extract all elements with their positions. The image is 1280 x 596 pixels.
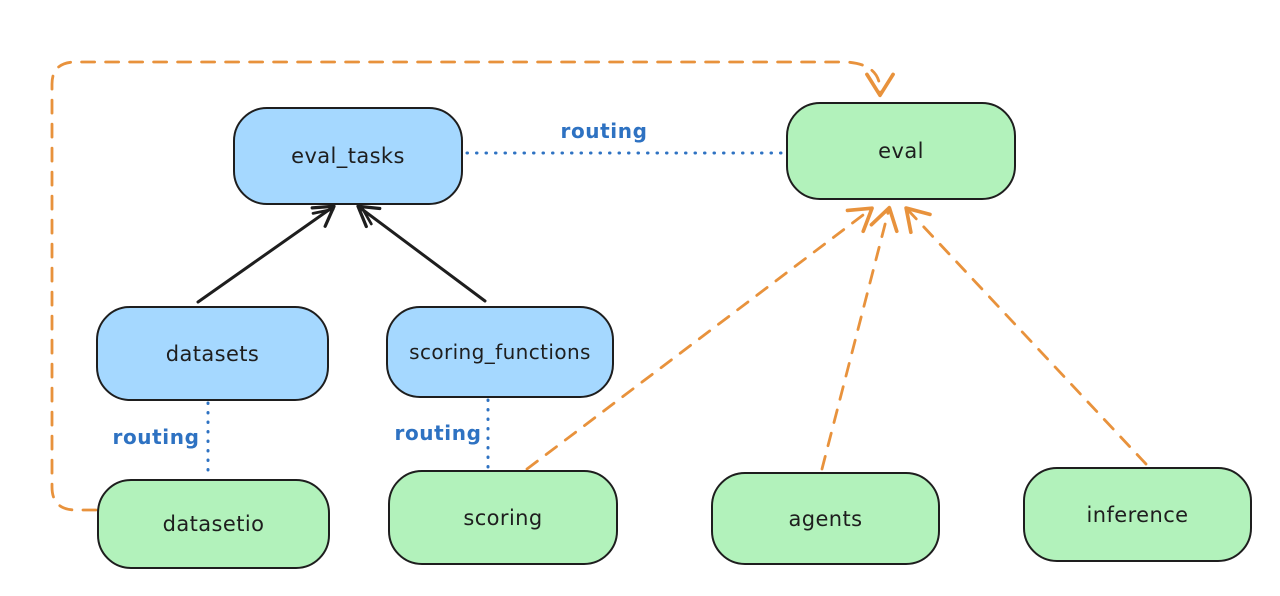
node-agents-label: agents — [788, 506, 863, 531]
node-inference: inference — [1023, 467, 1252, 562]
edge-scoring-to-eval — [525, 206, 874, 471]
edge-label-routing-datasets-datasetio: routing — [112, 425, 200, 449]
edge-label-routing-scoring-functions-scoring: routing — [394, 421, 482, 445]
edge-label-routing-eval-tasks-eval: routing — [560, 119, 648, 143]
edge-datasets-to-eval-tasks — [196, 204, 336, 304]
edge-inference-to-eval — [904, 206, 1148, 466]
edge-datasetio-to-eval — [50, 60, 895, 512]
node-eval-tasks: eval_tasks — [233, 107, 463, 205]
node-eval-tasks-label: eval_tasks — [291, 144, 405, 168]
node-inference-label: inference — [1086, 502, 1189, 527]
node-datasets-label: datasets — [165, 341, 260, 366]
edge-scoring-functions-to-eval-tasks — [356, 204, 487, 303]
node-datasets: datasets — [96, 306, 329, 401]
node-datasetio: datasetio — [97, 479, 330, 569]
node-eval-label: eval — [878, 139, 924, 163]
edge-agents-to-eval — [820, 205, 899, 471]
node-datasetio-label: datasetio — [162, 512, 265, 536]
node-scoring-functions-label: scoring_functions — [409, 340, 591, 364]
node-agents: agents — [711, 472, 940, 565]
node-scoring: scoring — [388, 470, 618, 565]
node-scoring-label: scoring — [463, 505, 543, 530]
node-scoring-functions: scoring_functions — [386, 306, 614, 398]
node-eval: eval — [786, 102, 1016, 200]
